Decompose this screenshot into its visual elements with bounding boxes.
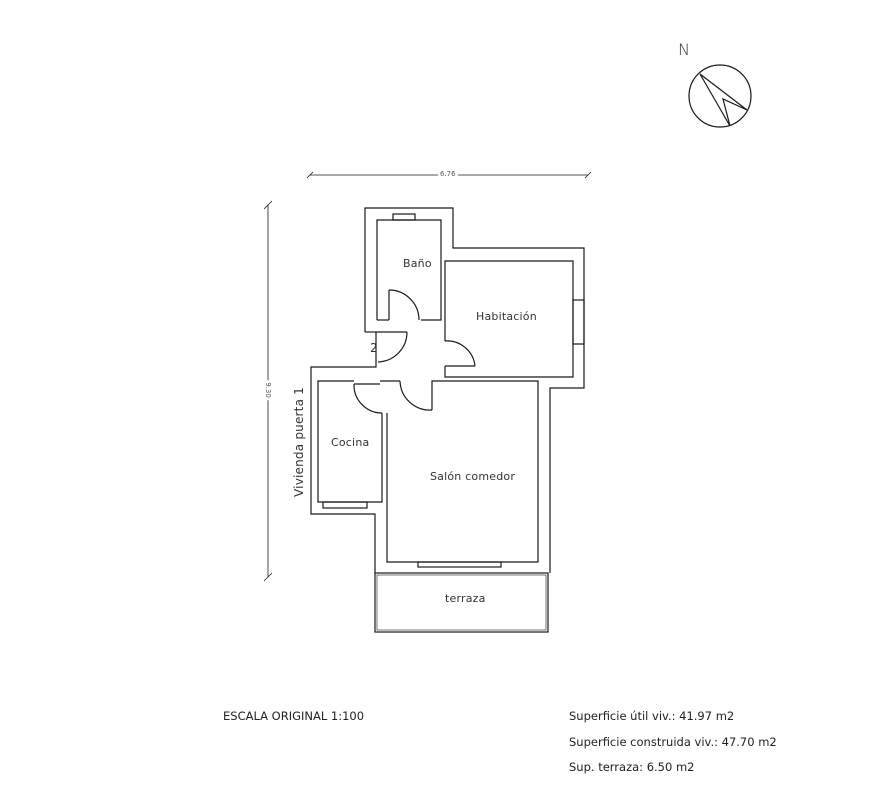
dimension-height-label: 9.30 bbox=[263, 380, 272, 400]
wall-bano bbox=[376, 219, 442, 321]
outer-wall bbox=[364, 207, 585, 573]
north-arrow-icon bbox=[688, 64, 752, 128]
superficie-util: Superficie útil viv.: 41.97 m2 bbox=[569, 709, 735, 723]
room-cocina: Cocina bbox=[331, 436, 370, 449]
dimension-width-label: 6.76 bbox=[438, 170, 458, 178]
wall-cocina bbox=[317, 380, 383, 503]
unit-label: Vivienda puerta 1 bbox=[291, 387, 306, 497]
door-number: 2 bbox=[370, 341, 378, 355]
superficie-construida: Superficie construida viv.: 47.70 m2 bbox=[569, 735, 777, 749]
outer-wall-left bbox=[310, 332, 377, 573]
terraza-outline bbox=[374, 572, 549, 633]
scale-label: ESCALA ORIGINAL 1:100 bbox=[223, 709, 365, 723]
wall-salon bbox=[386, 380, 539, 563]
north-label: N bbox=[678, 40, 691, 59]
room-terraza: terraza bbox=[445, 592, 486, 605]
room-salon: Salón comedor bbox=[430, 470, 516, 483]
superficie-terraza: Sup. terraza: 6.50 m2 bbox=[569, 760, 695, 774]
room-habitacion: Habitación bbox=[476, 310, 537, 323]
room-bano: Baño bbox=[403, 257, 432, 270]
